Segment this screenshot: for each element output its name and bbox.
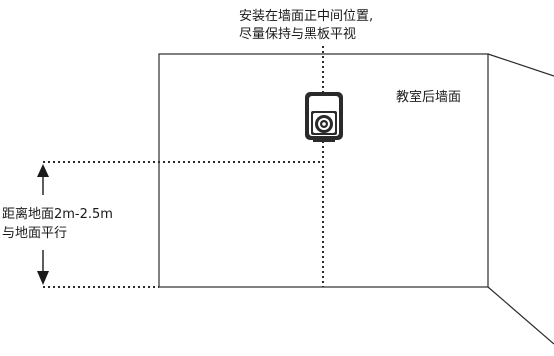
top-note-line2: 尽量保持与黑板平视 — [239, 27, 357, 42]
side-wall-bottom-edge — [487, 286, 554, 345]
side-wall-top-edge — [487, 53, 554, 77]
height-note-line1: 距离地面2m-2.5m — [2, 207, 113, 222]
camera-icon — [305, 92, 343, 142]
height-note-line2: 与地面平行 — [2, 226, 68, 241]
top-note-line1: 安装在墙面正中间位置, — [239, 9, 374, 24]
wall-label: 教室后墙面 — [396, 90, 462, 105]
arrow-up-icon — [37, 164, 49, 195]
arrow-down-icon — [37, 250, 49, 285]
